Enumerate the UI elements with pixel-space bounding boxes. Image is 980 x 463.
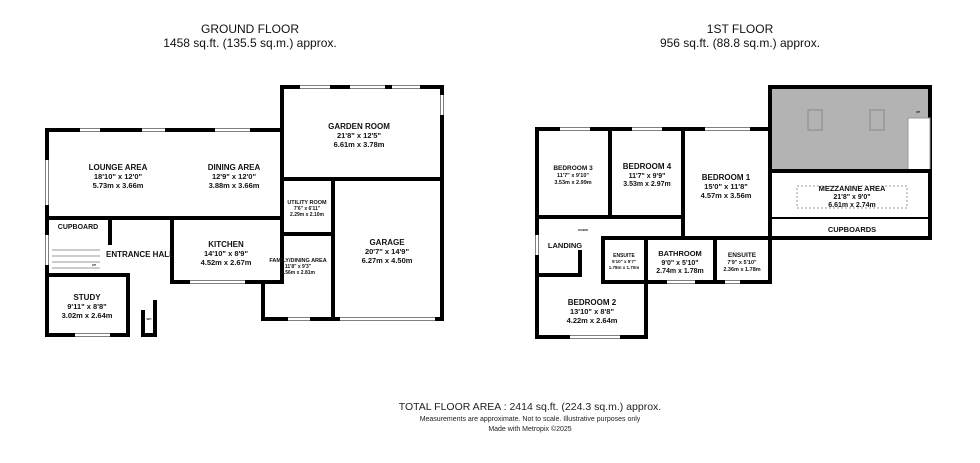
- room-ensuite-1: ENSUITE 5'10" x 5'7" 1.78m x 1.70m: [609, 253, 640, 270]
- svg-text:BEDROOM 3: BEDROOM 3: [553, 165, 593, 172]
- ground-floor-title: GROUND FLOOR: [200, 22, 299, 36]
- room-cupboard: CUPBOARD: [58, 224, 98, 231]
- roof-void: [768, 85, 932, 173]
- room-utility-room: UTILITY ROOM 7'6" x 6'11" 2.29m x 2.10m: [287, 200, 327, 218]
- svg-text:3.53m x 2.99m: 3.53m x 2.99m: [554, 180, 591, 186]
- ground-floor-walls: [45, 85, 444, 337]
- svg-text:6.27m x 4.50m: 6.27m x 4.50m: [362, 256, 413, 265]
- svg-text:15'0" x 11'8": 15'0" x 11'8": [704, 182, 748, 191]
- room-bathroom: BATHROOM 9'0" x 5'10" 2.74m x 1.78m: [656, 249, 703, 275]
- svg-text:21'8" x 9'0": 21'8" x 9'0": [833, 194, 870, 201]
- disclaimer: Measurements are approximate. Not to sca…: [419, 416, 641, 423]
- svg-text:6.61m x 2.74m: 6.61m x 2.74m: [828, 202, 875, 209]
- stairs-icon: [52, 249, 100, 269]
- svg-text:STUDY: STUDY: [73, 293, 101, 302]
- svg-text:4.52m x 2.67m: 4.52m x 2.67m: [201, 258, 252, 267]
- svg-text:3.88m x 3.66m: 3.88m x 3.66m: [209, 181, 260, 190]
- ground-floor-header: GROUND FLOOR 1458 sq.ft. (135.5 sq.m.) a…: [130, 22, 370, 50]
- svg-text:13'10" x 8'8": 13'10" x 8'8": [570, 307, 614, 316]
- svg-text:9'0" x 5'10": 9'0" x 5'10": [661, 260, 698, 267]
- credit: Made with Metropix ©2025: [488, 426, 572, 433]
- room-garden-room: GARDEN ROOM 21'8" x 12'5" 6.61m x 3.78m: [328, 122, 390, 149]
- svg-text:11'8" x 9'3": 11'8" x 9'3": [285, 264, 312, 270]
- svg-text:20'7" x 14'9": 20'7" x 14'9": [365, 247, 409, 256]
- svg-text:KITCHEN: KITCHEN: [208, 240, 244, 249]
- stair-up-label: UP: [92, 263, 96, 267]
- svg-text:6.61m x 3.78m: 6.61m x 3.78m: [334, 140, 385, 149]
- room-study: STUDY 9'11" x 8'8" 3.02m x 2.64m: [62, 293, 113, 320]
- svg-text:DINING AREA: DINING AREA: [208, 163, 261, 172]
- svg-text:ENSUITE: ENSUITE: [728, 252, 757, 259]
- svg-text:2.36m x 1.78m: 2.36m x 1.78m: [723, 267, 760, 273]
- svg-text:11'7" x 9'10": 11'7" x 9'10": [557, 173, 589, 179]
- room-dining-area: DINING AREA 12'9" x 12'0" 3.88m x 3.66m: [208, 163, 261, 190]
- svg-text:BATHROOM: BATHROOM: [658, 249, 702, 258]
- first-floor-header: 1ST FLOOR 956 sq.ft. (88.8 sq.m.) approx…: [620, 22, 860, 50]
- svg-text:LOUNGE AREA: LOUNGE AREA: [89, 163, 148, 172]
- room-landing: LANDING: [548, 241, 582, 250]
- room-lounge-area: LOUNGE AREA 18'10" x 12'0" 5.73m x 3.66m: [89, 163, 148, 190]
- stairs-icon: [907, 117, 931, 172]
- room-entrance-hall: ENTRANCE HALL: [106, 250, 174, 259]
- svg-text:3.56m x 2.81m: 3.56m x 2.81m: [281, 270, 315, 276]
- svg-text:21'8" x 12'5": 21'8" x 12'5": [337, 131, 381, 140]
- svg-text:FAMILY/DINING AREA: FAMILY/DINING AREA: [269, 258, 326, 264]
- svg-text:ENSUITE: ENSUITE: [613, 253, 635, 259]
- svg-text:4.22m x 2.64m: 4.22m x 2.64m: [567, 316, 618, 325]
- room-ensuite-2: ENSUITE 7'9" x 5'10" 2.36m x 1.78m: [723, 252, 760, 273]
- room-family-dining-area: FAMILY/DINING AREA 11'8" x 9'3" 3.56m x …: [269, 258, 326, 276]
- room-bedroom-3: BEDROOM 3 11'7" x 9'10" 3.53m x 2.99m: [553, 165, 593, 186]
- first-floor-area: 956 sq.ft. (88.8 sq.m.) approx.: [659, 36, 821, 50]
- svg-text:4.57m x 3.56m: 4.57m x 3.56m: [701, 191, 752, 200]
- skylight-icon: [869, 109, 885, 131]
- first-floor-title: 1ST FLOOR: [706, 22, 774, 36]
- room-bedroom-4: BEDROOM 4 11'7" x 9'9" 3.53m x 2.97m: [623, 162, 672, 188]
- svg-text:GARAGE: GARAGE: [369, 238, 405, 247]
- svg-text:5.73m x 3.66m: 5.73m x 3.66m: [93, 181, 144, 190]
- svg-text:3.02m x 2.64m: 3.02m x 2.64m: [62, 311, 113, 320]
- svg-text:2.29m x 2.10m: 2.29m x 2.10m: [290, 212, 324, 218]
- ground-floor-area: 1458 sq.ft. (135.5 sq.m.) approx.: [163, 36, 337, 50]
- svg-text:9'11" x 8'8": 9'11" x 8'8": [67, 302, 107, 311]
- stair-down-label: DOWN: [578, 228, 588, 232]
- svg-text:11'7" x 9'9": 11'7" x 9'9": [629, 173, 666, 180]
- svg-text:BEDROOM 1: BEDROOM 1: [702, 173, 751, 182]
- room-wc: WC: [147, 317, 153, 321]
- svg-text:2.74m x 1.78m: 2.74m x 1.78m: [656, 268, 703, 275]
- room-kitchen: KITCHEN 14'10" x 8'9" 4.52m x 2.67m: [201, 240, 252, 267]
- room-bedroom-1: BEDROOM 1 15'0" x 11'8" 4.57m x 3.56m: [701, 173, 752, 200]
- svg-text:12'9" x 12'0": 12'9" x 12'0": [212, 172, 256, 181]
- first-floor-walls: [535, 85, 932, 339]
- svg-text:GARDEN ROOM: GARDEN ROOM: [328, 122, 390, 131]
- svg-text:5'10" x 5'7": 5'10" x 5'7": [612, 259, 636, 264]
- ground-floor-labels: LOUNGE AREA 18'10" x 12'0" 5.73m x 3.66m…: [58, 122, 413, 321]
- svg-text:UTILITY ROOM: UTILITY ROOM: [287, 200, 327, 206]
- room-cupboards: CUPBOARDS: [828, 225, 876, 234]
- first-floor-labels: BEDROOM 3 11'7" x 9'10" 3.53m x 2.99m BE…: [548, 110, 920, 325]
- svg-text:MEZZANINE AREA: MEZZANINE AREA: [819, 184, 886, 193]
- svg-text:BEDROOM 2: BEDROOM 2: [568, 298, 617, 307]
- svg-text:18'10" x 12'0": 18'10" x 12'0": [94, 172, 143, 181]
- room-mezzanine-area: MEZZANINE AREA 21'8" x 9'0" 6.61m x 2.74…: [819, 184, 886, 209]
- svg-text:BEDROOM 4: BEDROOM 4: [623, 162, 672, 171]
- svg-text:14'10" x 8'9": 14'10" x 8'9": [204, 249, 248, 258]
- total-floor-area: TOTAL FLOOR AREA : 2414 sq.ft. (224.3 sq…: [398, 401, 662, 413]
- room-garage: GARAGE 20'7" x 14'9" 6.27m x 4.50m: [362, 238, 413, 265]
- stair-up-label: UP: [916, 110, 920, 114]
- svg-text:1.78m x 1.70m: 1.78m x 1.70m: [609, 265, 640, 270]
- skylight-icon: [807, 109, 823, 131]
- svg-text:7'6" x 6'11": 7'6" x 6'11": [294, 206, 321, 212]
- svg-text:3.53m x 2.97m: 3.53m x 2.97m: [623, 181, 670, 188]
- svg-text:7'9" x 5'10": 7'9" x 5'10": [727, 260, 757, 266]
- room-bedroom-2: BEDROOM 2 13'10" x 8'8" 4.22m x 2.64m: [567, 298, 618, 325]
